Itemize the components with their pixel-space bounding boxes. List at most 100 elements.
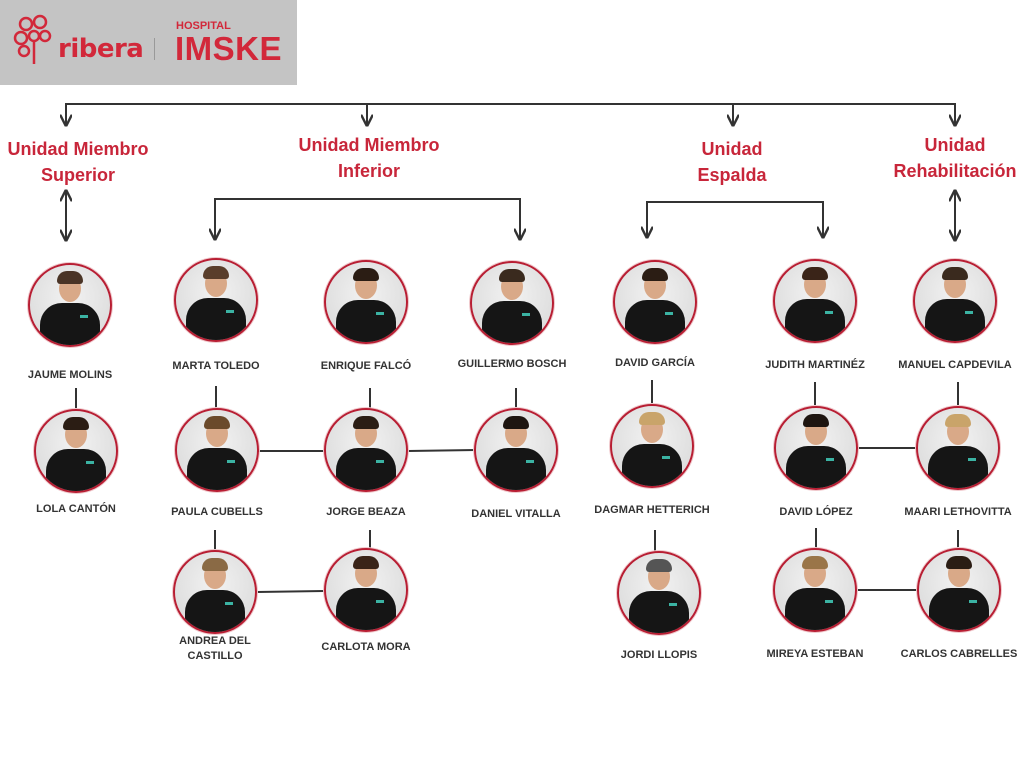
person-name: PAULA CUBELLS <box>171 506 263 518</box>
shirt <box>785 299 845 341</box>
hair <box>353 268 379 281</box>
hospital-label: HOSPITAL <box>176 20 231 32</box>
hair <box>946 556 972 569</box>
shirt <box>785 588 845 630</box>
hospital-logo: ribera HOSPITAL IMSKE <box>0 0 297 85</box>
shirt <box>46 449 106 491</box>
hair <box>945 414 971 427</box>
shirt <box>622 444 682 486</box>
shirt <box>629 591 689 633</box>
hair <box>802 556 828 569</box>
person-photo <box>773 259 857 343</box>
person-photo <box>324 260 408 344</box>
shirt-logo <box>86 461 94 464</box>
hair <box>942 267 968 280</box>
person-photo <box>175 408 259 492</box>
hair <box>202 558 228 571</box>
person-name: LOLA CANTÓN <box>36 503 116 515</box>
shirt-logo <box>665 312 673 315</box>
heading-line: Rehabilitación <box>893 161 1017 181</box>
person-photo <box>610 404 694 488</box>
person-photo <box>474 408 558 492</box>
person-name: CARLOTA MORA <box>321 641 411 653</box>
hair <box>642 268 668 281</box>
hair <box>803 414 829 427</box>
person-name: GUILLERMO BOSCH <box>457 358 567 370</box>
heading-line: Unidad <box>924 135 986 155</box>
person-name: MARTA TOLEDO <box>172 360 260 372</box>
name-line: CASTILLO <box>187 650 243 662</box>
person-name: CARLOS CABRELLES <box>900 648 1018 660</box>
person-name: JORGE BEAZA <box>326 506 406 518</box>
shirt <box>482 301 542 343</box>
person-photo <box>470 261 554 345</box>
hair <box>503 416 529 429</box>
person-photo <box>613 260 697 344</box>
person-name: JORDI LLOPIS <box>620 649 698 661</box>
shirt-logo <box>826 458 834 461</box>
person-name: ANDREA DEL CASTILLO <box>179 634 251 664</box>
person-name: JUDITH MARTINÉZ <box>765 359 865 371</box>
shirt-logo <box>825 600 833 603</box>
shirt <box>187 448 247 490</box>
person-photo <box>324 408 408 492</box>
person-photo <box>617 551 701 635</box>
hair <box>204 416 230 429</box>
shirt-logo <box>80 315 88 318</box>
name-line: ANDREA DEL <box>179 635 251 647</box>
shirt-logo <box>376 600 384 603</box>
ribera-tree-icon <box>13 14 52 64</box>
person-name: ENRIQUE FALCÓ <box>320 360 412 372</box>
hair <box>499 269 525 282</box>
heading-line: Inferior <box>337 161 401 181</box>
person-name: DANIEL VITALLA <box>471 508 561 520</box>
hair <box>63 417 89 430</box>
shirt <box>185 590 245 632</box>
shirt-logo <box>225 602 233 605</box>
person-photo <box>173 550 257 634</box>
shirt <box>336 448 396 490</box>
shirt-logo <box>965 311 973 314</box>
shirt <box>186 298 246 340</box>
heading-line: Unidad Miembro <box>298 135 440 155</box>
hair <box>353 416 379 429</box>
shirt-logo <box>526 460 534 463</box>
shirt <box>40 303 100 345</box>
heading-line: Espalda <box>697 165 767 185</box>
hair <box>353 556 379 569</box>
person-name: DAVID GARCÍA <box>615 357 695 369</box>
hair <box>203 266 229 279</box>
hair <box>646 559 672 572</box>
person-name: DAGMAR HETTERICH <box>594 504 710 516</box>
shirt-logo <box>669 603 677 606</box>
shirt <box>625 300 685 342</box>
shirt-logo <box>522 313 530 316</box>
person-photo <box>174 258 258 342</box>
shirt <box>486 448 546 490</box>
shirt-logo <box>662 456 670 459</box>
person-photo <box>34 409 118 493</box>
person-name: MANUEL CAPDEVILA <box>898 359 1012 371</box>
shirt-logo <box>825 311 833 314</box>
shirt <box>928 446 988 488</box>
logo-divider <box>154 38 155 60</box>
heading-line: Superior <box>40 165 116 185</box>
shirt-logo <box>227 460 235 463</box>
person-name: MIREYA ESTEBAN <box>766 648 864 660</box>
person-photo <box>774 406 858 490</box>
heading-line: Unidad Miembro <box>7 139 149 159</box>
person-photo <box>916 406 1000 490</box>
shirt <box>786 446 846 488</box>
brand-name: ribera <box>58 34 144 64</box>
hair <box>639 412 665 425</box>
shirt <box>925 299 985 341</box>
person-photo <box>773 548 857 632</box>
shirt <box>336 588 396 630</box>
person-photo <box>917 548 1001 632</box>
shirt <box>929 588 989 630</box>
hair <box>57 271 83 284</box>
